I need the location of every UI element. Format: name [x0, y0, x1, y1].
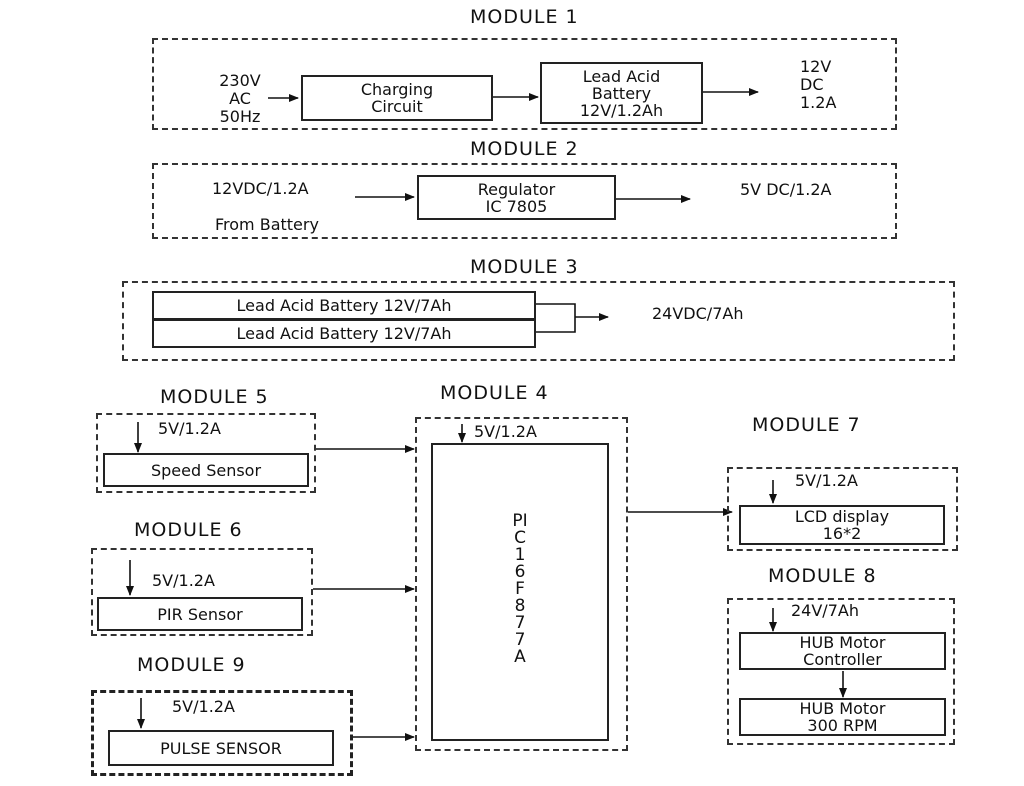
motor-label-1: HUB Motor — [799, 699, 886, 718]
output-voltage: 12V — [800, 57, 832, 76]
lcd-label-2: 16*2 — [822, 524, 862, 543]
module2-output: 5V DC/1.2A — [740, 180, 832, 199]
module9-title: MODULE 9 — [137, 654, 246, 676]
module5-supply: 5V/1.2A — [158, 419, 221, 438]
module6-frame — [91, 548, 313, 636]
battery-label-3: 12V/1.2Ah — [579, 100, 664, 120]
module7-frame — [727, 467, 958, 551]
module4-title: MODULE 4 — [440, 382, 549, 404]
module8-supply: 24V/7Ah — [791, 601, 859, 620]
module4-supply: 5V/1.2A — [474, 422, 537, 441]
module5-frame — [96, 413, 316, 493]
battery-a-box: Lead Acid Battery 12V/7Ah — [152, 291, 536, 320]
module2-title: MODULE 2 — [470, 138, 579, 160]
module3-title: MODULE 3 — [470, 256, 579, 278]
battery-label-2: Battery — [591, 83, 652, 103]
module1-output: 12V DC 1.2A — [800, 58, 836, 112]
module2-input: 12VDC/1.2A — [212, 179, 309, 198]
speed-sensor-box: Speed Sensor — [103, 453, 309, 487]
motor-label-2: 300 RPM — [807, 716, 878, 735]
module6-title: MODULE 6 — [134, 519, 243, 541]
module1-title: MODULE 1 — [470, 6, 579, 28]
module8-title: MODULE 8 — [768, 565, 877, 587]
module2-frame — [152, 163, 897, 239]
module7-title: MODULE 7 — [752, 414, 861, 436]
hub-motor-controller-box: HUB Motor Controller — [739, 632, 946, 670]
hub-motor-box: HUB Motor 300 RPM — [739, 698, 946, 736]
module1-frame — [152, 38, 897, 130]
lcd-display-box: LCD display 16*2 — [739, 505, 945, 545]
module9-frame — [91, 690, 353, 776]
module2-source: From Battery — [215, 215, 319, 234]
module4-frame — [415, 417, 628, 751]
ac-voltage: 230V — [219, 71, 261, 90]
module1-ac-input: 230V AC 50Hz — [210, 72, 270, 126]
lead-acid-battery-box: Lead Acid Battery 12V/1.2Ah — [540, 62, 703, 124]
battery-series-bracket — [536, 303, 576, 333]
mcu-box: PIC16F877A — [431, 443, 609, 741]
mcu-label: PIC16F877A — [512, 511, 528, 667]
battery-label-1: Lead Acid — [582, 66, 661, 86]
output-current: 1.2A — [800, 93, 837, 112]
module7-supply: 5V/1.2A — [795, 471, 858, 490]
regulator-box: Regulator IC 7805 — [417, 175, 616, 220]
battery-b-box: Lead Acid Battery 12V/7Ah — [152, 319, 536, 348]
charging-label-1: Charging — [360, 80, 434, 99]
charging-label-2: Circuit — [371, 97, 423, 116]
output-type: DC — [800, 75, 824, 94]
pulse-sensor-box: PULSE SENSOR — [108, 730, 334, 766]
controller-label-2: Controller — [803, 650, 882, 669]
regulator-label-1: Regulator — [477, 179, 556, 199]
charging-circuit-box: Charging Circuit — [301, 75, 493, 121]
pir-sensor-box: PIR Sensor — [97, 597, 303, 631]
regulator-label-2: IC 7805 — [485, 196, 548, 216]
module5-title: MODULE 5 — [160, 386, 269, 408]
controller-label-1: HUB Motor — [799, 633, 886, 652]
module9-supply: 5V/1.2A — [172, 697, 235, 716]
ac-type: AC — [229, 89, 251, 108]
module8-frame — [727, 598, 955, 745]
lcd-label-1: LCD display — [794, 507, 890, 526]
module3-frame — [122, 281, 955, 361]
ac-frequency: 50Hz — [219, 107, 261, 126]
module3-output: 24VDC/7Ah — [652, 304, 744, 323]
module6-supply: 5V/1.2A — [152, 571, 215, 590]
